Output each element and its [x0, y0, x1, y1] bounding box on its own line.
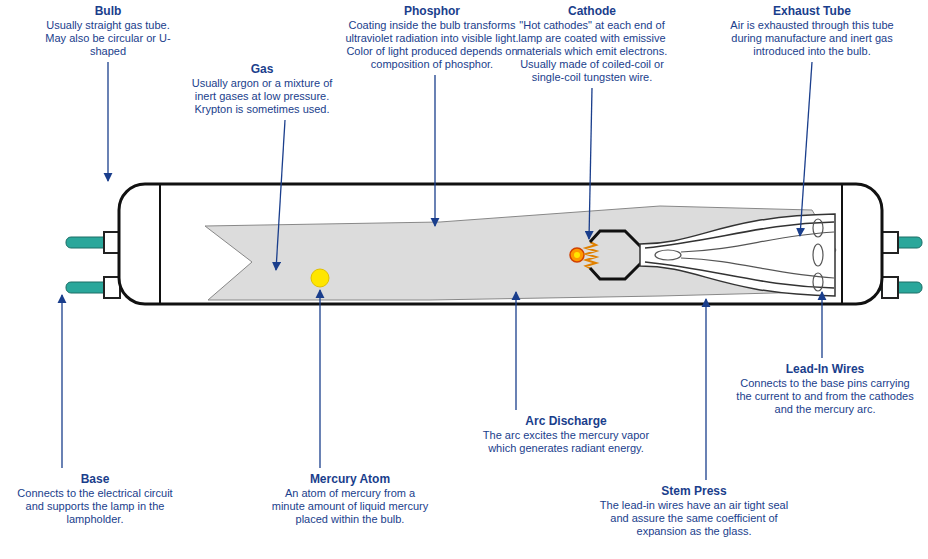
electron [570, 248, 584, 262]
part-description: Usually argon or a mixture of inert gase… [180, 77, 345, 116]
leader-line [705, 299, 706, 480]
mercury-atom [311, 269, 329, 287]
lead-in-wire [645, 222, 834, 248]
part-description: Connects to the base pins carrying the c… [734, 377, 916, 416]
lead-in-wire [590, 262, 642, 279]
part-description: Usually straight gas tube. May also be c… [38, 19, 178, 58]
lead-in-wire [645, 262, 834, 288]
stem-flare [813, 244, 823, 266]
part-name: Arc Discharge [480, 414, 652, 429]
stem-flare [813, 219, 823, 237]
leader-line [107, 62, 108, 181]
part-description: "Hot cathodes" at each end of lamp are c… [508, 19, 676, 84]
part-name: Base [11, 472, 179, 487]
part-description: Connects to the electrical circuit and s… [11, 487, 179, 526]
part-name: Stem Press [598, 484, 790, 499]
lead-in-wire [590, 231, 642, 248]
pin-collar [882, 232, 898, 253]
leader-line [434, 75, 435, 226]
part-description: The arc excites the mercury vapor which … [480, 429, 652, 455]
exhaust-tube-opening [655, 250, 681, 260]
callout: Lead-In WiresConnects to the base pins c… [734, 362, 916, 416]
leader-line [276, 120, 285, 270]
part-name: Exhaust Tube [721, 4, 903, 19]
callout: Exhaust TubeAir is exhausted through thi… [721, 4, 903, 58]
exhaust-tube [681, 258, 834, 278]
part-name: Phosphor [343, 4, 521, 19]
leader-line [589, 88, 592, 239]
part-name: Cathode [508, 4, 676, 19]
callout: BaseConnects to the electrical circuit a… [11, 472, 179, 526]
gas-cutaway [205, 206, 836, 300]
base-end [159, 184, 161, 304]
leader-line [319, 290, 320, 468]
part-name: Gas [180, 62, 345, 77]
callout: BulbUsually straight gas tube. May also … [38, 4, 178, 58]
part-description: An atom of mercury from a minute amount … [269, 487, 431, 526]
pin-collar [882, 277, 898, 298]
leader-line [61, 295, 62, 468]
leader-line [515, 292, 516, 410]
callout: Mercury AtomAn atom of mercury from a mi… [269, 472, 431, 526]
callout: Arc DischargeThe arc excites the mercury… [480, 414, 652, 455]
stem-press [640, 214, 835, 296]
electron-core [574, 252, 580, 258]
stem-flare [813, 273, 823, 291]
part-description: Air is exhausted through this tube durin… [721, 19, 903, 58]
part-name: Lead-In Wires [734, 362, 916, 377]
base-end [841, 184, 843, 304]
callout: Stem PressThe lead-in wires have an air … [598, 484, 790, 538]
callout: Cathode"Hot cathodes" at each end of lam… [508, 4, 676, 84]
callout: GasUsually argon or a mixture of inert g… [180, 62, 345, 116]
bulb-tube [119, 184, 882, 304]
part-name: Mercury Atom [269, 472, 431, 487]
part-description: Coating inside the bulb transforms ultra… [343, 19, 521, 71]
cathode-coil [586, 242, 596, 268]
exhaust-tube [681, 232, 834, 252]
callout: PhosphorCoating inside the bulb transfor… [343, 4, 521, 71]
part-description: The lead-in wires have an air tight seal… [598, 499, 790, 538]
part-name: Bulb [38, 4, 178, 19]
leader-line [800, 62, 812, 236]
leader-line [821, 292, 822, 358]
